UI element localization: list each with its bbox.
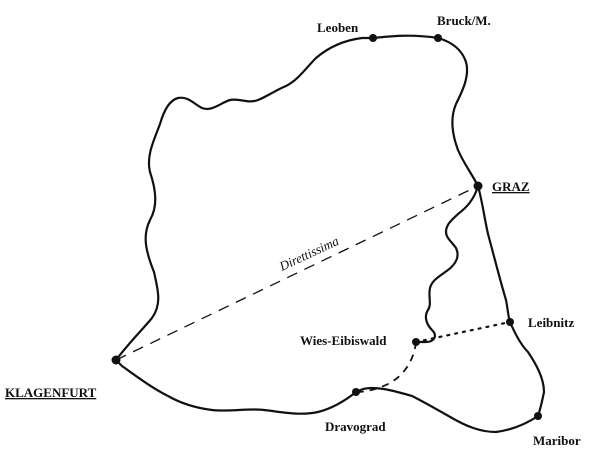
label-klagenfurt: KLAGENFURT xyxy=(5,385,97,400)
graz-wies-road xyxy=(414,184,480,344)
label-dravograd: Dravograd xyxy=(325,419,386,434)
graz-dot xyxy=(473,181,483,191)
wies-leibnitz-connector xyxy=(414,320,512,344)
label-graz: GRAZ xyxy=(492,179,530,194)
maribor-dot xyxy=(534,412,542,420)
wies-dravograd-connector xyxy=(355,341,417,393)
label-maribor: Maribor xyxy=(533,433,581,448)
leoben-dot xyxy=(369,34,377,42)
dravograd-dot xyxy=(352,388,360,396)
label-leoben: Leoben xyxy=(317,20,359,35)
wies-eibiswald-dot xyxy=(412,338,420,346)
klagenfurt-dot xyxy=(111,355,121,365)
outer-road-loop xyxy=(114,34,546,434)
direttissima-line xyxy=(115,185,479,361)
leibnitz-dot xyxy=(506,318,514,326)
label-bruck: Bruck/M. xyxy=(437,13,491,28)
label-leibnitz: Leibnitz xyxy=(528,315,574,330)
label-wies-eibiswald: Wies-Eibiswald xyxy=(300,333,387,348)
bruck-dot xyxy=(434,34,442,42)
